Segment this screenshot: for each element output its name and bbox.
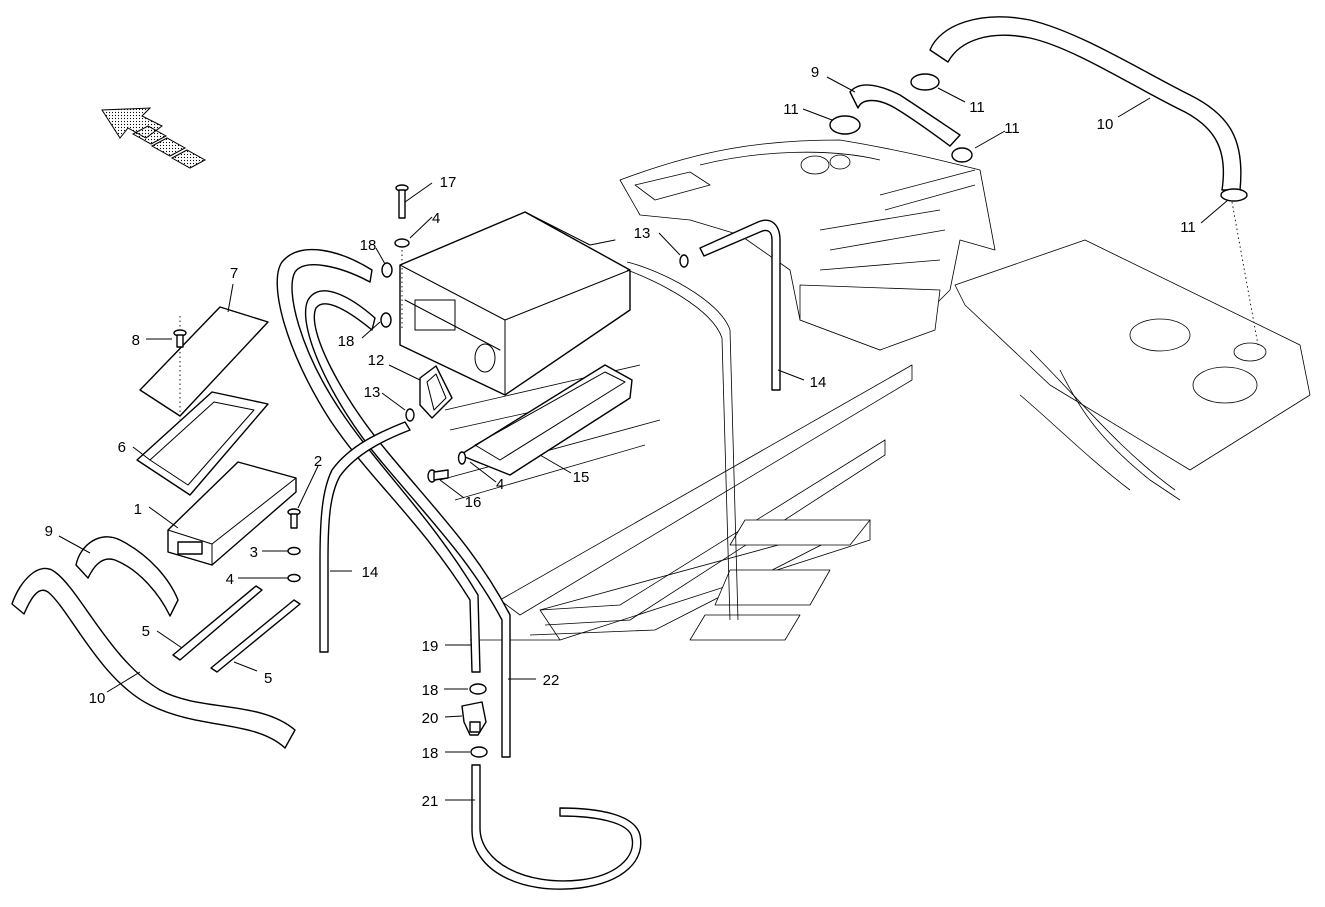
- washer-4-duct: [457, 451, 467, 465]
- callout-17: 17: [440, 174, 457, 191]
- heater-hose-19: [276, 248, 481, 673]
- hose-clamp-13b: [679, 254, 689, 268]
- callout-5-upper: 5: [142, 623, 150, 640]
- washer-3: [287, 546, 301, 556]
- bolt-17: [395, 184, 409, 219]
- forward-direction-arrow-icon: [101, 107, 207, 169]
- leader-lines: [58, 76, 1229, 801]
- hose-14-right: [699, 219, 781, 391]
- hose-clamp-18b: [380, 312, 392, 328]
- heater-hose-22: [304, 290, 511, 758]
- cover-plate: [139, 306, 269, 420]
- callout-11-mid: 11: [969, 99, 985, 116]
- callout-9-left: 9: [45, 523, 53, 540]
- return-hose-21: [471, 764, 642, 890]
- hose-9-left: [75, 536, 179, 617]
- hose-clamp-11a: [910, 73, 940, 91]
- callout-8: 8: [132, 332, 140, 349]
- callout-16: 16: [465, 494, 482, 511]
- callout-11-left: 11: [783, 101, 799, 118]
- hose-9-right: [849, 84, 961, 147]
- bolt-2: [287, 508, 301, 529]
- cab-floor-ghost: [439, 364, 913, 641]
- callout-13-left: 13: [364, 384, 381, 401]
- dashboard-ghost: [619, 139, 996, 351]
- hose-14-left: [319, 421, 411, 653]
- callout-21: 21: [422, 793, 439, 810]
- rear-shelf-ghost: [954, 239, 1311, 501]
- callout-10-left: 10: [89, 690, 106, 707]
- callout-9-right: 9: [811, 64, 819, 81]
- water-valve: [461, 701, 487, 736]
- callout-18-top: 18: [360, 237, 377, 254]
- callout-4-core: 4: [226, 571, 234, 588]
- hose-clamp-18d: [470, 746, 488, 758]
- callout-15: 15: [573, 469, 590, 486]
- callout-18-valve-top: 18: [422, 682, 439, 699]
- floor-tube-ghost: [626, 261, 739, 621]
- callout-1: 1: [134, 501, 142, 518]
- callout-14-right: 14: [810, 374, 827, 391]
- callout-2: 2: [314, 453, 322, 470]
- gasket: [136, 391, 269, 496]
- callout-20: 20: [422, 710, 439, 727]
- hose-clamp-11d: [1220, 188, 1248, 202]
- callout-6: 6: [118, 439, 126, 456]
- screw-8: [173, 329, 187, 348]
- screw-16: [427, 469, 449, 483]
- washer-4-top: [394, 238, 410, 248]
- air-duct: [459, 364, 633, 476]
- washer-4: [287, 573, 301, 583]
- hose-clamp-11c: [951, 147, 973, 163]
- callout-13-right: 13: [634, 225, 651, 242]
- callout-19: 19: [422, 638, 439, 655]
- callout-14-left: 14: [362, 564, 379, 581]
- callout-10-right: 10: [1097, 116, 1114, 133]
- hose-clamp-18a: [381, 262, 393, 278]
- hose-clamp-13a: [405, 408, 415, 422]
- callout-18-valve-bottom: 18: [422, 745, 439, 762]
- callout-4-top: 4: [432, 210, 440, 227]
- callout-4-duct: 4: [496, 476, 504, 493]
- callout-22: 22: [543, 672, 560, 689]
- heater-housing: [399, 211, 631, 396]
- hose-clamp-11b: [829, 115, 861, 135]
- callout-11-right: 11: [1004, 120, 1020, 137]
- hose-clamp-18c: [469, 683, 487, 695]
- callout-11-far: 11: [1180, 219, 1196, 236]
- hose-10-left: [11, 567, 296, 749]
- duct-seal: [419, 365, 453, 419]
- mounting-straps: [172, 585, 301, 673]
- callout-12: 12: [368, 352, 385, 369]
- callout-5-lower: 5: [264, 670, 272, 687]
- callout-3: 3: [250, 544, 258, 561]
- callout-7: 7: [230, 265, 238, 282]
- callout-labels: 1 2 3 4 4 4 5 5 6 7 8 9 9 10 10 11 11 11…: [45, 64, 1196, 810]
- callout-18-mid: 18: [338, 333, 355, 350]
- heater-core: [167, 461, 297, 566]
